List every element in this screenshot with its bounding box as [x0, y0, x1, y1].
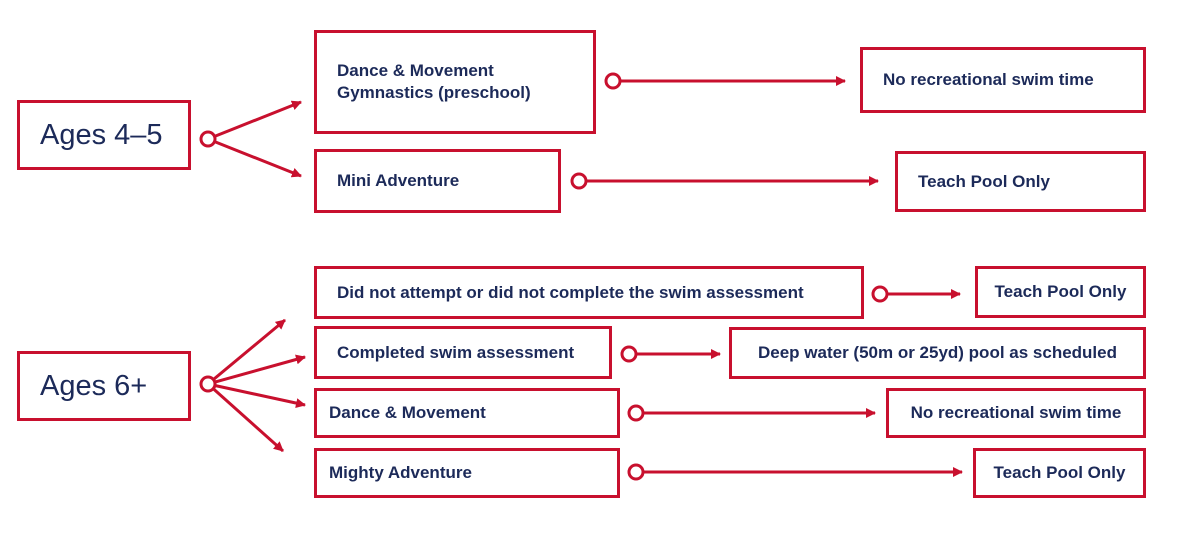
outcome-box-teach-pool-3: Teach Pool Only — [973, 448, 1146, 498]
fan-origin-dot-ages-4-5 — [199, 130, 217, 148]
row-arrow-dot-mighty-adventure — [627, 463, 645, 481]
outcome-label-deep-water: Deep water (50m or 25yd) pool as schedul… — [757, 343, 1117, 362]
fan-arrow-ages-6-to-mighty-adventure — [207, 382, 284, 453]
program-label-mini-adventure: Mini Adventure — [337, 171, 460, 190]
outcome-box-teach-pool-1: Teach Pool Only — [895, 151, 1146, 212]
program-box-mighty-adventure: Mighty Adventure — [314, 448, 620, 498]
program-line-gymnastics-preschool: Gymnastics (preschool) — [337, 83, 531, 102]
age-label-6-plus: Ages 6+ — [40, 370, 148, 402]
outcome-box-no-rec-swim-1: No recreational swim time — [860, 47, 1146, 113]
fan-arrow-ages-6-to-dance-movement — [207, 382, 306, 408]
outcome-label-no-rec-swim-1: No recreational swim time — [883, 70, 1094, 89]
program-box-did-not-attempt: Did not attempt or did not complete the … — [314, 266, 864, 319]
age-box-6-plus: Ages 6+ — [17, 351, 191, 421]
outcome-box-teach-pool-2: Teach Pool Only — [975, 266, 1146, 318]
age-label-4-5: Ages 4–5 — [40, 119, 163, 151]
program-line-dance-movement: Dance & Movement — [337, 61, 494, 80]
fan-arrow-ages-4-5-to-mini-adventure — [207, 137, 302, 178]
fan-arrow-ages-6-to-completed-assessment — [207, 354, 306, 386]
fan-arrow-ages-4-5-to-dance-gymnastics — [207, 100, 302, 141]
program-label-mighty-adventure: Mighty Adventure — [329, 463, 472, 482]
program-text-dance-gymnastics: Dance & Movement Gymnastics (preschool) — [337, 60, 531, 104]
program-label-dance-movement: Dance & Movement — [329, 403, 486, 422]
program-label-completed-assessment: Completed swim assessment — [337, 342, 575, 362]
row-arrow-dot-dance-gymnastics — [604, 72, 622, 90]
row-arrow-dot-mini-adventure — [570, 172, 588, 190]
outcome-box-deep-water: Deep water (50m or 25yd) pool as schedul… — [729, 327, 1146, 379]
program-box-completed-assessment: Completed swim assessment — [314, 326, 612, 379]
row-arrow-dot-did-not-attempt — [871, 285, 889, 303]
age-box-4-5: Ages 4–5 — [17, 100, 191, 170]
program-box-dance-gymnastics: Dance & Movement Gymnastics (preschool) — [314, 30, 596, 134]
outcome-label-teach-pool-3: Teach Pool Only — [993, 463, 1126, 482]
outcome-label-teach-pool-2: Teach Pool Only — [994, 282, 1127, 301]
fan-origin-dot-ages-6 — [199, 375, 217, 393]
outcome-box-no-rec-swim-2: No recreational swim time — [886, 388, 1146, 438]
row-arrow-dot-completed-assessment — [620, 345, 638, 363]
program-box-mini-adventure: Mini Adventure — [314, 149, 561, 213]
fan-arrow-ages-6-to-did-not-attempt — [207, 318, 286, 386]
outcome-label-teach-pool-1: Teach Pool Only — [918, 171, 1050, 191]
outcome-label-no-rec-swim-2: No recreational swim time — [910, 403, 1122, 422]
program-label-did-not-attempt: Did not attempt or did not complete the … — [337, 282, 804, 302]
program-box-dance-movement: Dance & Movement — [314, 388, 620, 438]
row-arrow-dot-dance-movement — [627, 404, 645, 422]
